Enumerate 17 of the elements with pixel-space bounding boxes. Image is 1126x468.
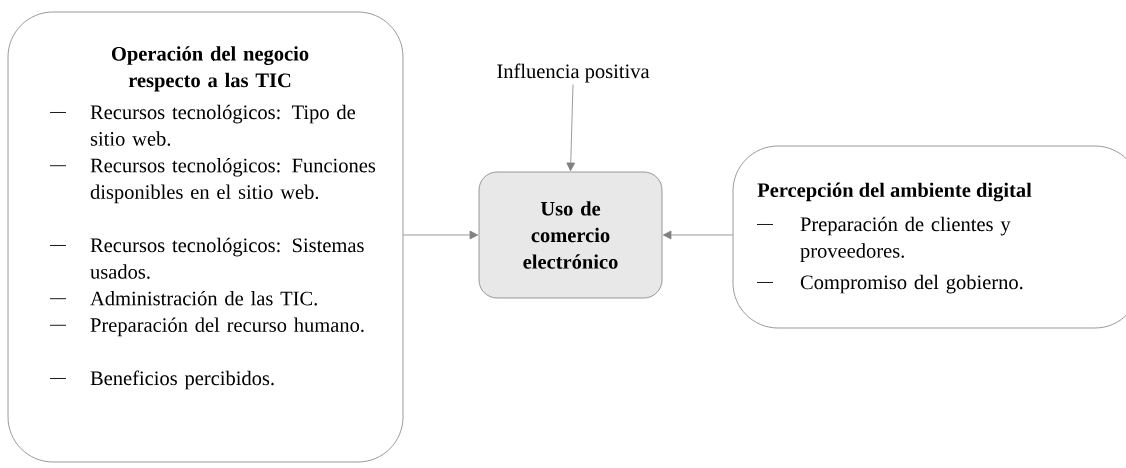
rounded-box (732, 145, 1126, 329)
influence-label: Influencia positiva (497, 63, 650, 83)
arrow (566, 84, 576, 172)
list-item: Preparación del recurso humano. (49, 317, 364, 337)
box-heading: Operación del negocio respecto a las TIC (111, 46, 309, 92)
arrow (403, 230, 479, 240)
list-item: Recursos tecnológicos: Tipo de sitio web. (49, 104, 356, 146)
list-item: Recursos tecnológicos: Funciones disponibles en el sitio web. (49, 157, 376, 204)
list-item: Preparación de clientes y proveedores. (756, 216, 1011, 262)
list-item: Compromiso del gobierno. (756, 274, 1023, 294)
arrow (662, 230, 733, 240)
list-item: Administración de las TIC. (49, 290, 317, 306)
rounded-box (7, 11, 404, 463)
list-item: Beneficios percibidos. (49, 370, 274, 390)
box-heading: Percepción del ambiente digital (757, 182, 1032, 202)
process-box: Uso de comercio electrónico (478, 171, 663, 299)
list-item: Recursos tecnológicos: Sistemas usados. (49, 237, 364, 279)
